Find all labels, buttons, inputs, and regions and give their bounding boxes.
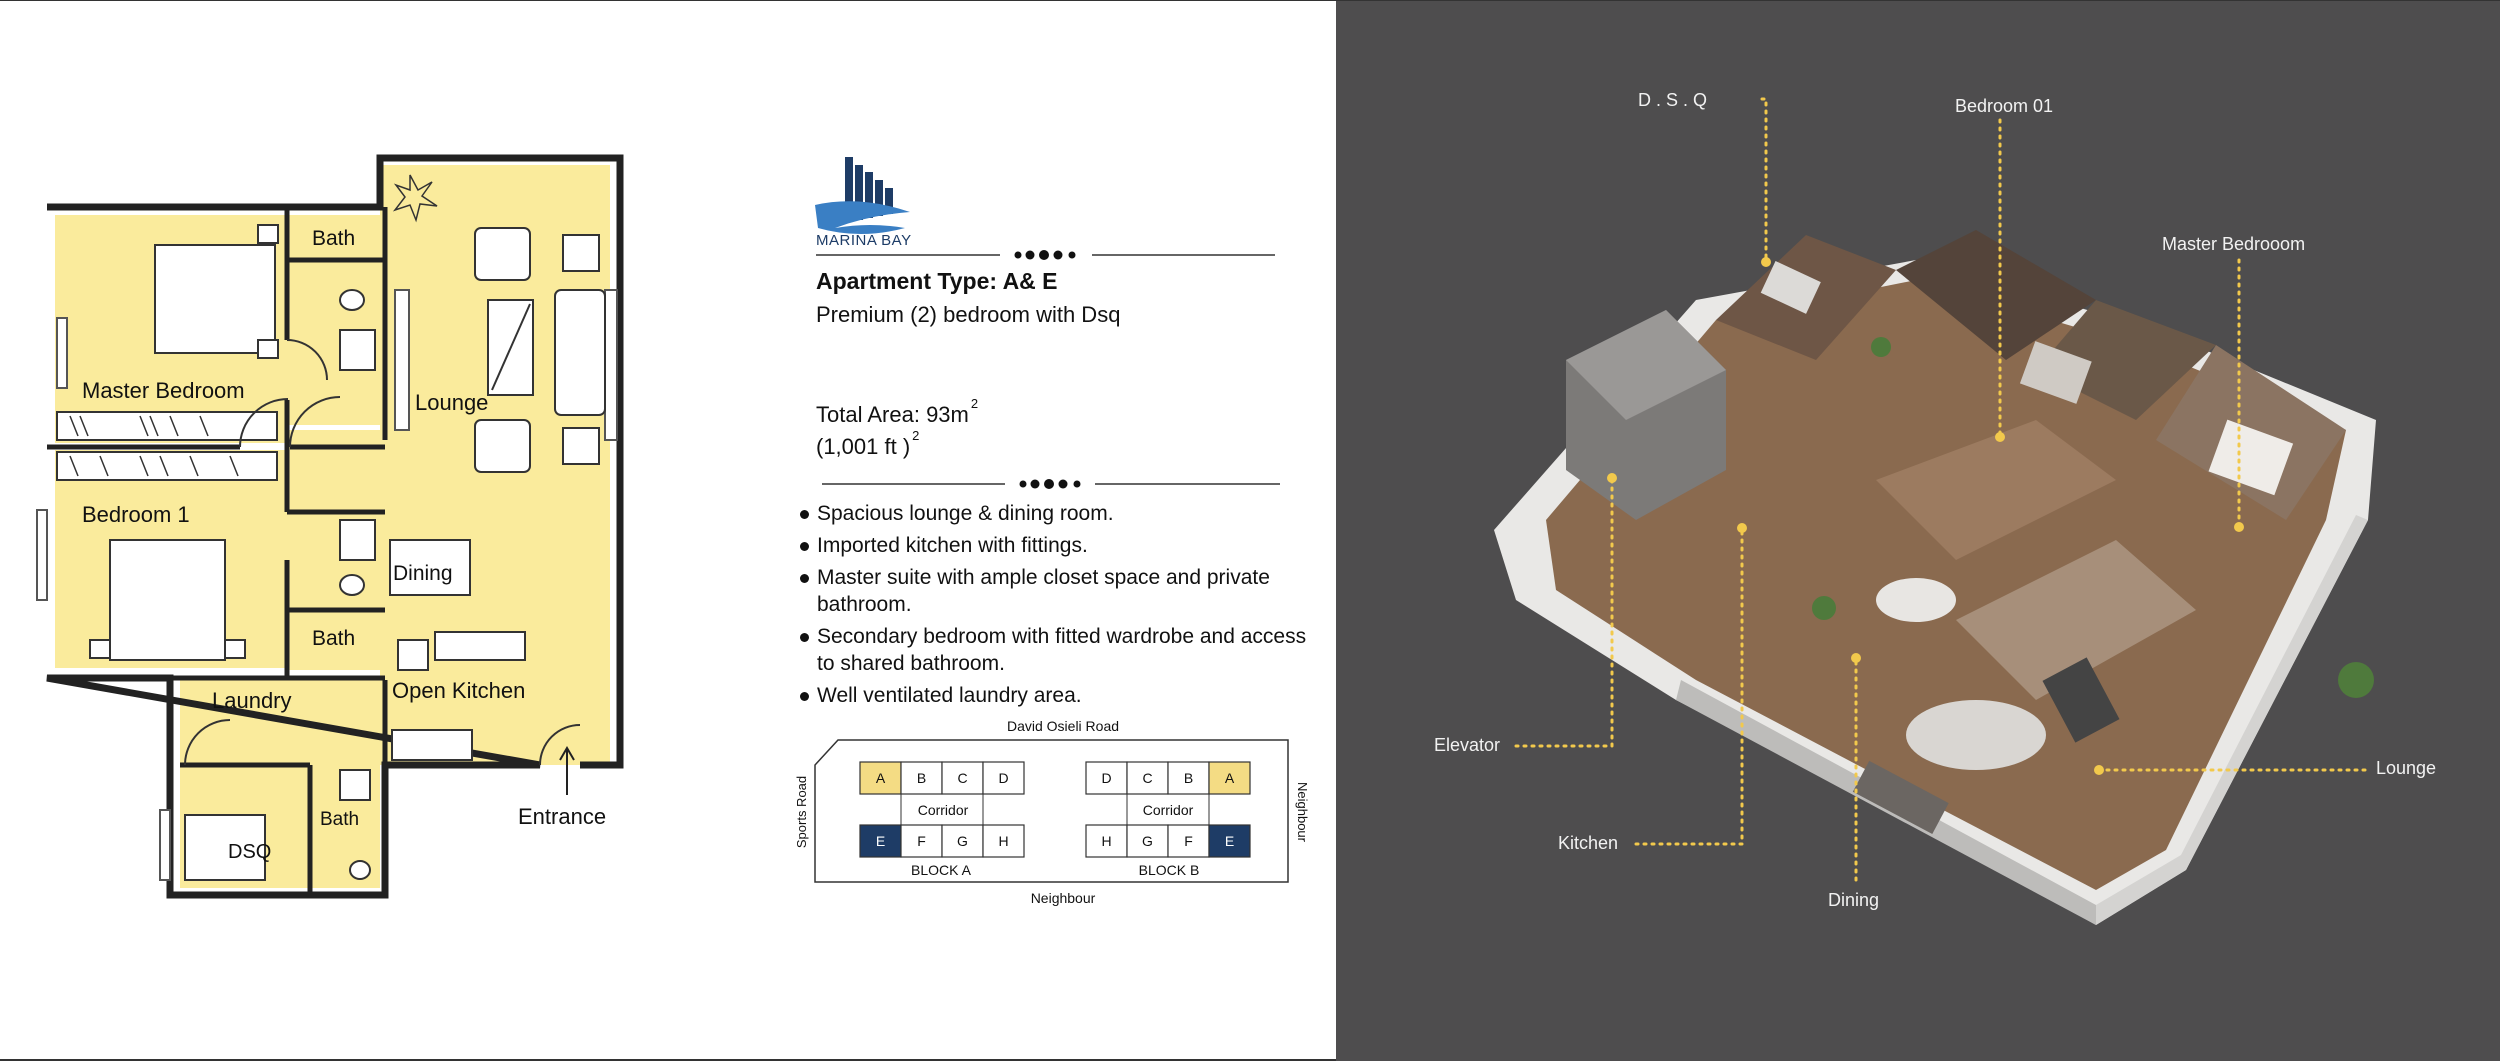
block-b-unit-label: A [1225, 770, 1235, 786]
block-a-corridor: Corridor [918, 802, 969, 818]
block-b-unit-cell [1126, 761, 1169, 795]
block-a-unit-cell [941, 761, 984, 795]
block-b-unit-label: D [1101, 770, 1111, 786]
block-b-unit-cell [1085, 824, 1128, 858]
block-a-unit-label: H [998, 833, 1008, 849]
room-label-laundry: Laundry [212, 688, 292, 713]
compass-icon [392, 174, 438, 223]
room-label-dining: Dining [393, 562, 453, 585]
block-a-unit-label: A [876, 770, 886, 786]
block-a-unit-cell [941, 824, 984, 858]
render-panel: D . S . Q Bedroom 01 Master Bedrooom Ele… [1336, 0, 2500, 1061]
block-a-unit-cell [859, 824, 902, 858]
room-label-bath-shared: Bath [312, 627, 355, 650]
feature-item: Spacious lounge & dining room. [798, 500, 1318, 527]
callout-bedroom01: Bedroom 01 [1955, 96, 2054, 116]
callout-kitchen: Kitchen [1558, 833, 1619, 853]
callout-dining: Dining [1828, 890, 1880, 910]
feature-item: Master suite with ample closet space and… [798, 564, 1318, 618]
block-a-unit-cell [982, 824, 1025, 858]
block-a-unit-label: G [957, 833, 968, 849]
top-border [0, 0, 2500, 1]
block-a-unit-cell [859, 761, 902, 795]
room-label-lounge: Lounge [415, 390, 488, 415]
site-neighbour-right: Neighbour [1295, 782, 1310, 843]
block-a: A B C D E F G H [859, 761, 1025, 858]
block-a-unit-cell [982, 761, 1025, 795]
site-road-top: David Osieli Road [1007, 718, 1119, 734]
block-a-unit-label: D [998, 770, 1008, 786]
block-b-unit-label: H [1101, 833, 1111, 849]
block-a-label: BLOCK A [911, 862, 972, 878]
block-b-unit-label: F [1184, 833, 1193, 849]
room-label-bath-dsq: Bath [320, 809, 359, 830]
block-b-unit-label: C [1142, 770, 1152, 786]
block-b: D C B A H G F E [1085, 761, 1251, 858]
floor-plan: Master Bedroom Bedroom 1 Bath Bath Bath … [36, 154, 624, 899]
site-neighbour-bottom: Neighbour [1031, 890, 1096, 906]
block-b-unit-cell [1167, 761, 1210, 795]
block-b-unit-label: E [1225, 833, 1234, 849]
callout-elevator: Elevator [1434, 735, 1501, 755]
block-a-unit-label: B [917, 770, 926, 786]
floorplan-panel: Master Bedroom Bedroom 1 Bath Bath Bath … [0, 154, 1336, 1061]
block-b-corridor: Corridor [1143, 802, 1194, 818]
room-label-entrance: Entrance [518, 804, 606, 829]
site-road-left: Sports Road [794, 776, 809, 848]
total-area-imperial: (1,001 ft )2 [816, 428, 920, 459]
callout-master-bedroom: Master Bedrooom [2162, 234, 2306, 254]
brand-name: MARINA BAY [816, 232, 912, 249]
block-b-unit-cell [1126, 824, 1169, 858]
site-plan: David Osieli Road Neighbour Sports Road … [794, 718, 1310, 906]
apartment-type: Apartment Type: A& E [816, 268, 1058, 294]
feature-item: Secondary bedroom with fitted wardrobe a… [798, 623, 1318, 677]
apartment-subtitle: Premium (2) bedroom with Dsq [816, 302, 1121, 327]
feature-item: Imported kitchen with fittings. [798, 532, 1318, 559]
block-b-unit-cell [1208, 824, 1251, 858]
block-b-label: BLOCK B [1139, 862, 1200, 878]
room-label-master-bedroom: Master Bedroom [82, 378, 245, 403]
block-a-unit-label: C [957, 770, 967, 786]
feature-list: Spacious lounge & dining room. Imported … [798, 500, 1318, 714]
room-label-bedroom1: Bedroom 1 [82, 502, 190, 527]
isometric-render [1494, 97, 2376, 925]
block-b-unit-label: B [1184, 770, 1193, 786]
callout-lounge: Lounge [2376, 758, 2437, 778]
callout-dsq: D . S . Q [1638, 90, 1708, 110]
block-b-unit-cell [1208, 761, 1251, 795]
room-label-open-kitchen: Open Kitchen [392, 678, 525, 703]
block-a-unit-label: E [876, 833, 885, 849]
bottom-border [0, 1059, 1336, 1061]
feature-item: Well ventilated laundry area. [798, 682, 1318, 709]
room-label-bath-master: Bath [312, 227, 355, 250]
block-a-unit-label: F [917, 833, 926, 849]
room-label-dsq: DSQ [228, 841, 271, 863]
block-b-unit-label: G [1142, 833, 1153, 849]
